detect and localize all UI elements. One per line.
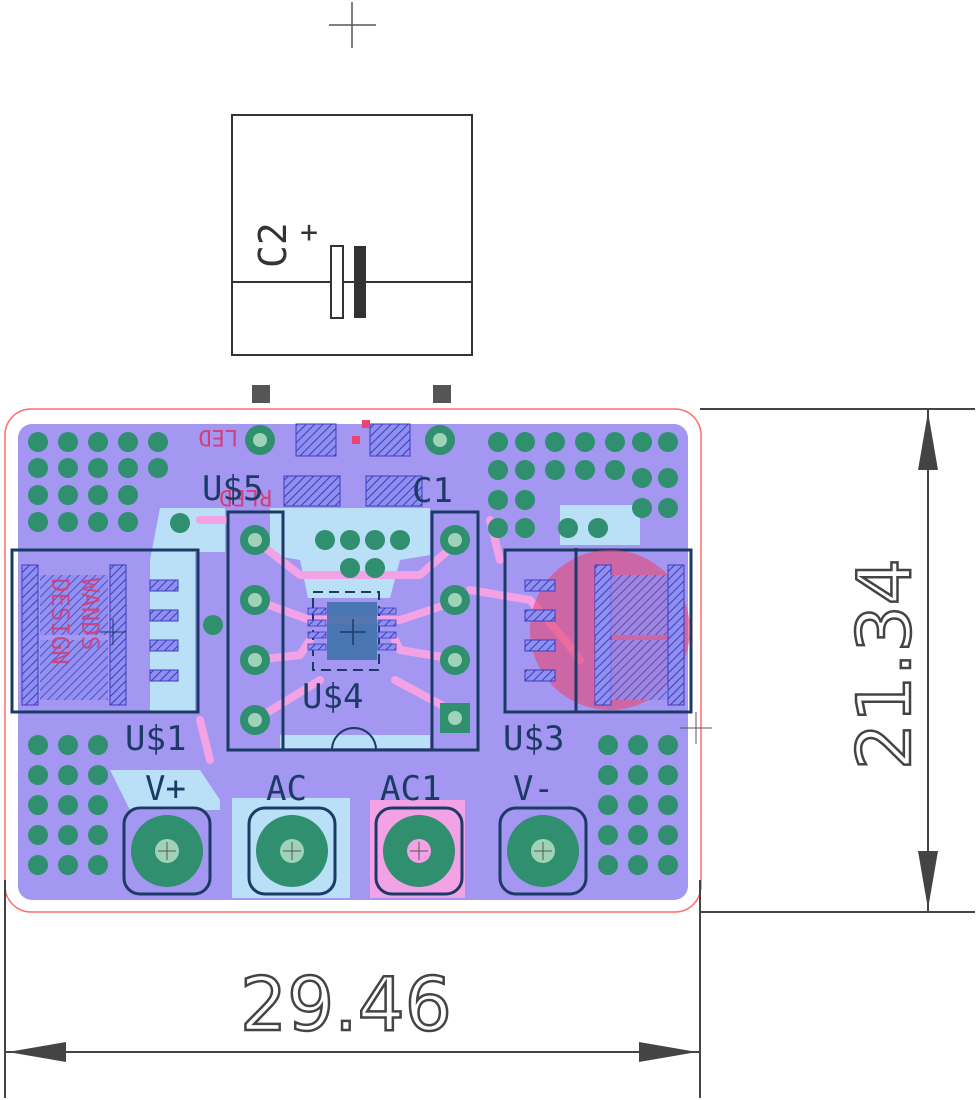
capacitor-c2[interactable]	[231, 114, 473, 403]
ac1-label: AC1	[380, 769, 441, 809]
via-array-top-left	[28, 432, 168, 532]
c1-label: C1	[412, 471, 453, 511]
header-notch	[331, 727, 377, 751]
header-c1[interactable]	[430, 510, 480, 752]
terminal-vplus[interactable]	[122, 806, 212, 896]
logo-line1: DESIGN	[46, 578, 74, 665]
c2-label: C2	[251, 222, 295, 268]
via-array-center	[170, 513, 410, 635]
ac-label: AC	[266, 769, 307, 809]
terminal-vminus[interactable]	[498, 806, 588, 896]
us5-label: U$5	[202, 469, 263, 509]
us1-label: U$1	[125, 719, 186, 759]
via-array-top-right	[488, 432, 678, 538]
vplus-label: V+	[145, 769, 186, 809]
top-copper-pour	[110, 505, 640, 898]
c2-plus-label: +	[300, 215, 318, 250]
ic-u4[interactable]	[307, 591, 397, 671]
logo-line2: WANDS	[76, 578, 104, 650]
us3-label: U$3	[503, 719, 564, 759]
led-label: LED	[198, 424, 238, 449]
dimension-width	[4, 880, 701, 1098]
origin-marker-icon	[329, 2, 376, 48]
vminus-label: V-	[513, 769, 554, 809]
us4-label: U$4	[302, 677, 363, 717]
terminal-ac1[interactable]	[374, 806, 464, 896]
height-dimension-value: 21.34	[842, 558, 928, 770]
rled-label: RLED	[219, 484, 272, 509]
via-array-bottom-right	[598, 735, 678, 875]
bridge-u1[interactable]	[10, 548, 200, 714]
via-array-bottom-left	[28, 735, 108, 875]
width-dimension-value: 29.46	[240, 962, 452, 1048]
terminal-ac[interactable]	[247, 806, 337, 896]
bridge-u3[interactable]	[503, 548, 712, 744]
dimension-height	[700, 408, 975, 913]
led-pads[interactable]	[245, 420, 455, 507]
